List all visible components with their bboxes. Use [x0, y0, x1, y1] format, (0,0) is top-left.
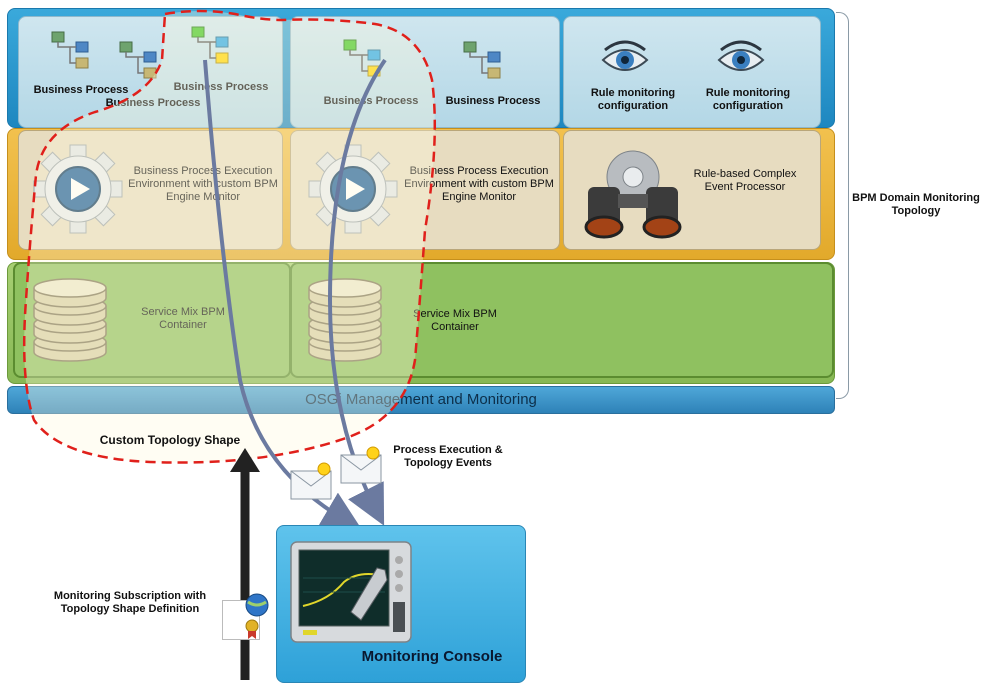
business-process-label: Business Process [445, 95, 541, 107]
process-tree-icon-active [191, 26, 229, 64]
osgi-management-bar: OSGi Management and Monitoring [7, 386, 835, 414]
container-label: Service Mix BPM Container [128, 306, 238, 332]
rule-config-label: Rule monitoring configuration [705, 87, 791, 112]
business-process-label: Business Process [318, 95, 424, 107]
process-tree-icon-active [343, 39, 381, 77]
rule-config-label: Rule monitoring configuration [590, 87, 676, 112]
business-process-label: Business Process [100, 97, 206, 109]
binoculars-icon [584, 150, 682, 239]
seal-icon [245, 619, 259, 639]
globe-icon [245, 593, 269, 617]
process-tree-icon [51, 31, 89, 69]
eye-icon [601, 40, 649, 71]
custom-shape-label: Custom Topology Shape [99, 433, 241, 447]
database-icon [33, 278, 107, 362]
domain-label: BPM Domain Monitoring Topology [852, 192, 980, 217]
business-process-label: Business Process [33, 84, 129, 96]
business-process-label: Business Process [168, 81, 274, 93]
eye-icon [717, 40, 765, 71]
events-label: Process Execution & Topology Events [393, 444, 503, 469]
monitoring-console-title: Monitoring Console [361, 648, 503, 665]
engine-label: Business Process Execution Environment w… [404, 165, 554, 203]
container-panel-2 [290, 262, 834, 378]
cep-label: Rule-based Complex Event Processor [693, 168, 797, 193]
database-icon [308, 278, 382, 362]
process-panel-2 [290, 16, 560, 128]
engine-label: Business Process Execution Environment w… [128, 165, 278, 204]
rule-panel [563, 16, 821, 128]
envelope-icon [290, 470, 332, 500]
sun-burst-icon [317, 462, 331, 476]
process-tree-icon [119, 41, 157, 79]
subscription-label: Monitoring Subscription with Topology Sh… [53, 590, 207, 615]
envelope-icon [340, 454, 382, 484]
process-tree-icon [463, 41, 501, 79]
monitor-icon [290, 541, 412, 643]
sun-burst-icon [366, 446, 380, 460]
monitoring-console: Monitoring Console [276, 525, 526, 683]
gear-play-icon [33, 144, 123, 234]
container-label: Service Mix BPM Container [413, 308, 497, 333]
